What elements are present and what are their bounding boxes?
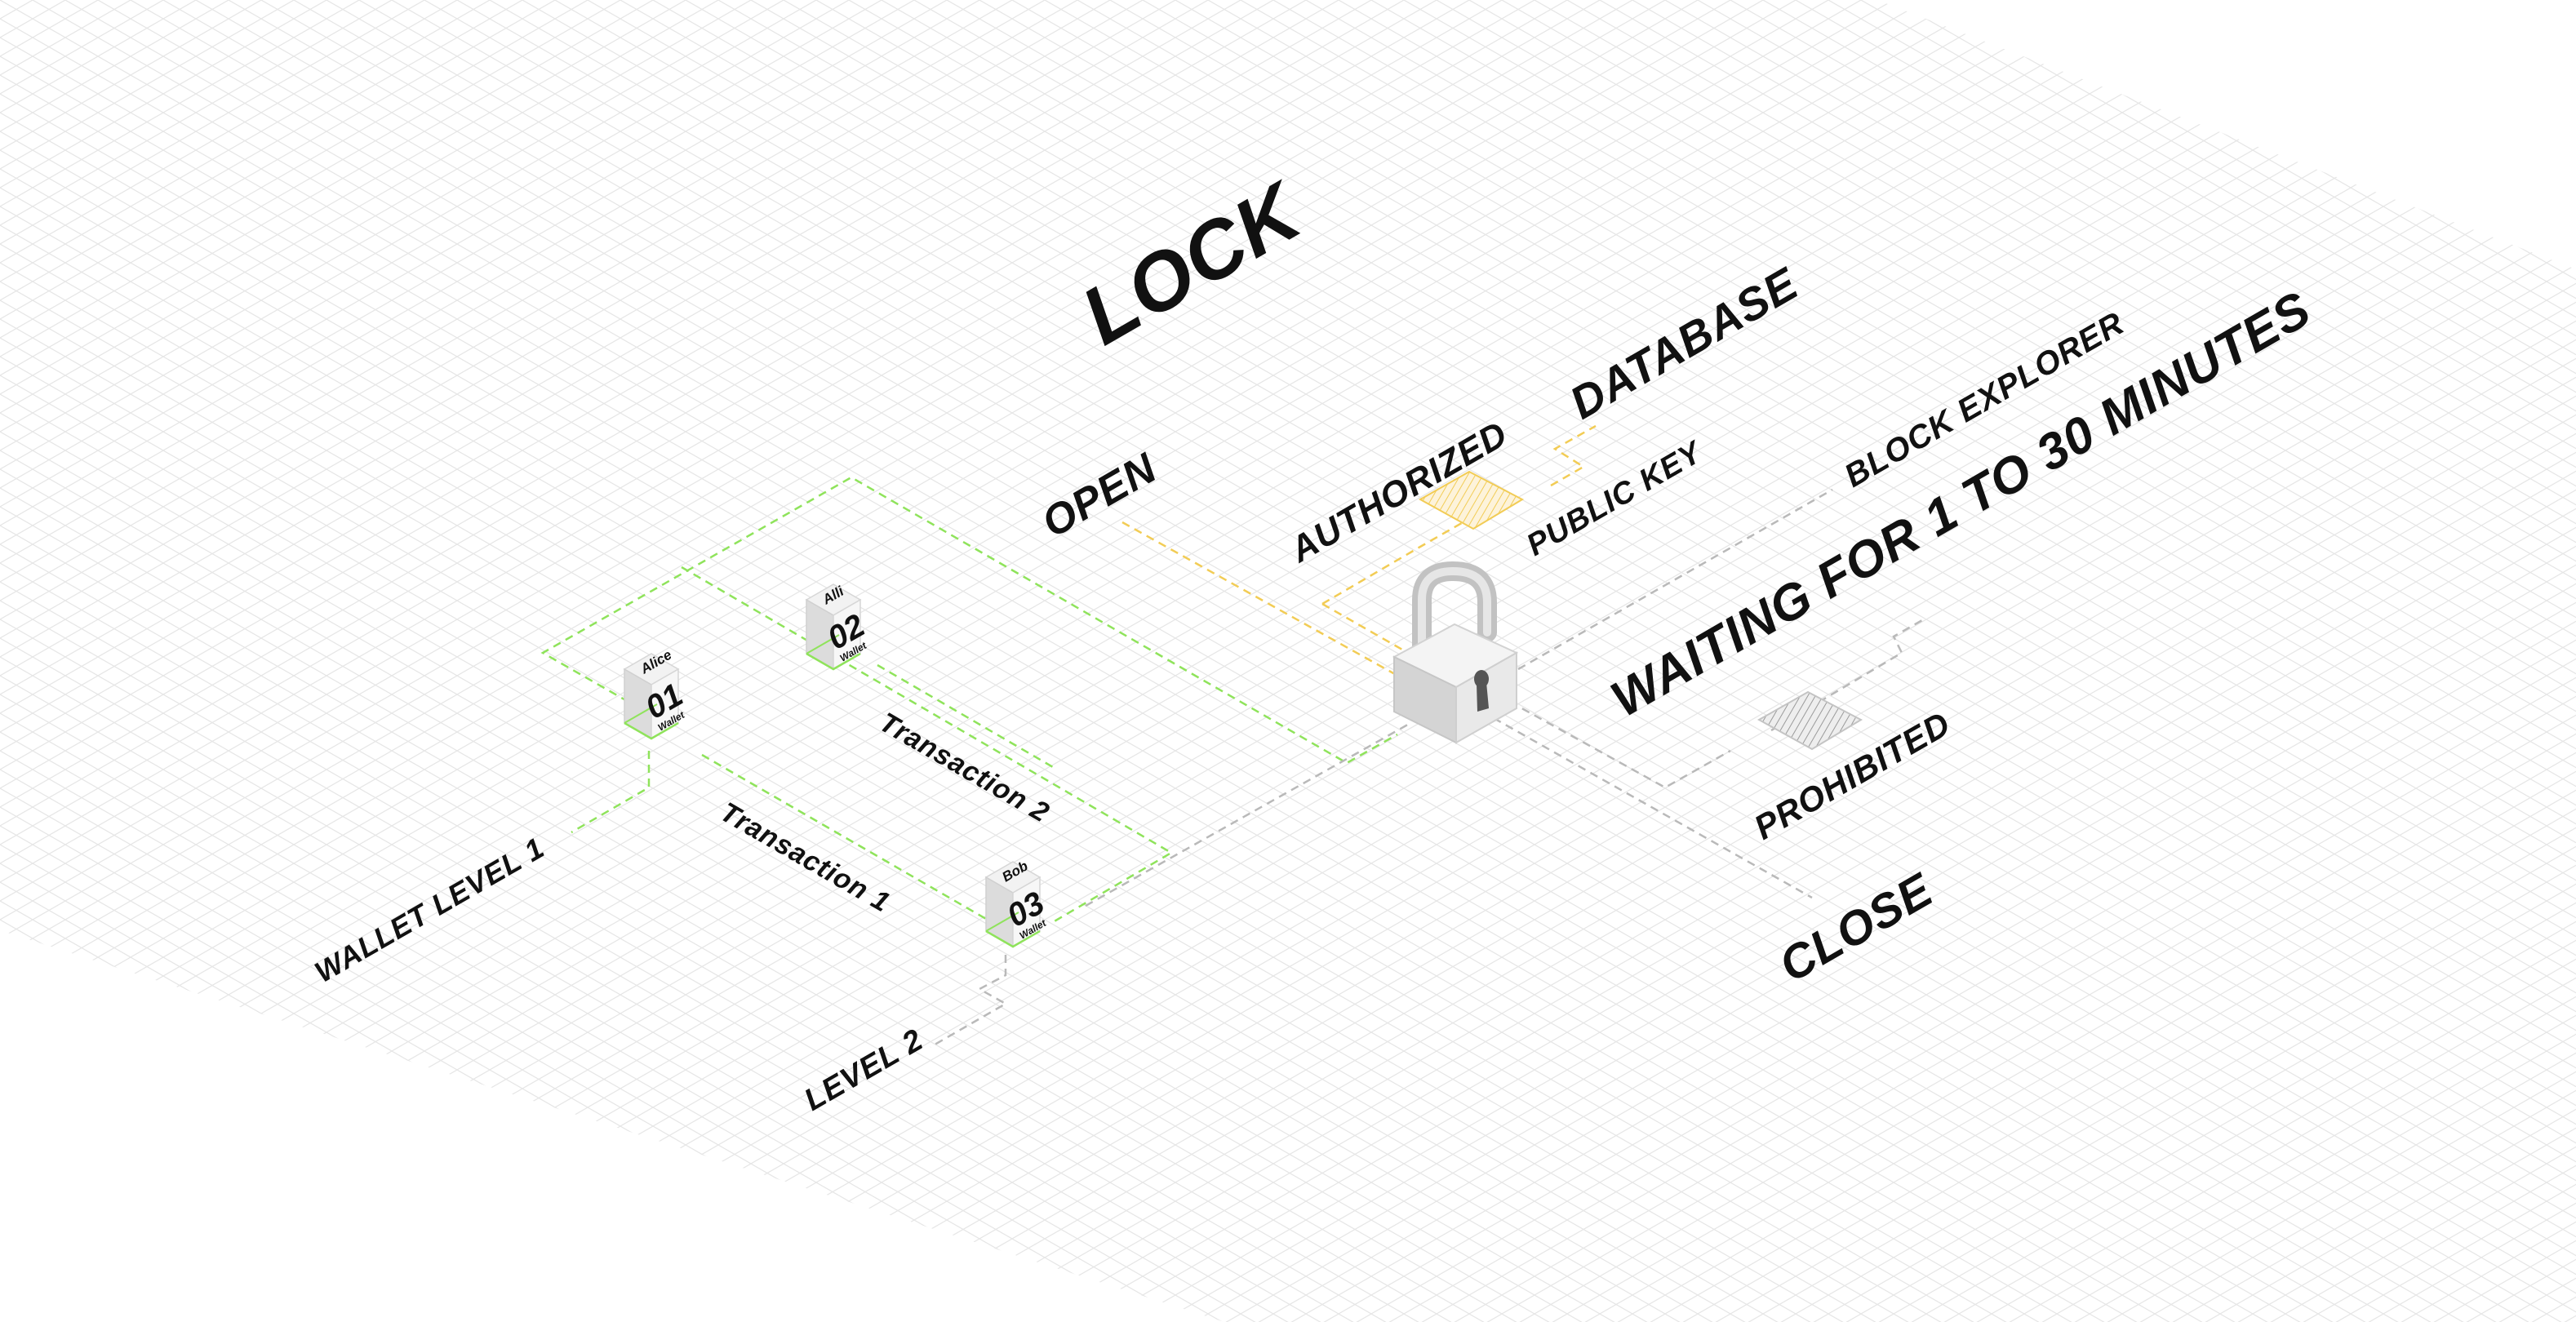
- cube-inner-edge: [806, 634, 840, 654]
- cube-inner-edge: [985, 912, 1019, 932]
- cube-base-outline: [624, 721, 679, 740]
- gray-connectors: [930, 488, 1923, 1049]
- keyhole-icon: [1474, 670, 1489, 712]
- yellow-connectors: [1121, 424, 1597, 683]
- prohibited-tile-icon: [1757, 690, 1863, 751]
- padlock-icon: [1392, 561, 1519, 744]
- cube-base-outline: [985, 929, 1041, 948]
- cube-inner-edge: [624, 703, 658, 724]
- cube-base-outline: [806, 652, 861, 671]
- public-key-tile-icon: [1418, 470, 1525, 530]
- green-connectors: [540, 476, 1398, 924]
